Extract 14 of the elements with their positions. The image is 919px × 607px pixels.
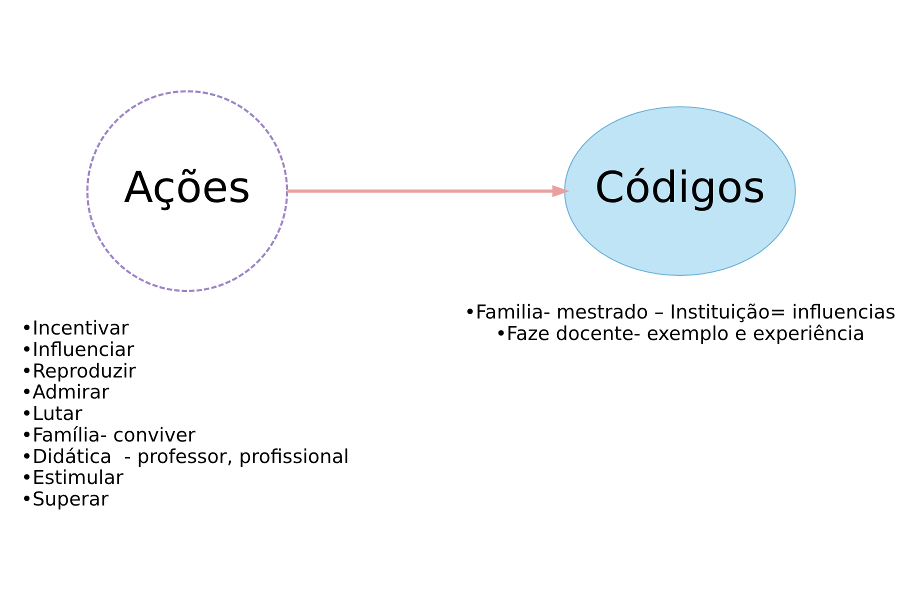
node-label: •Incentivar xyxy=(21,316,129,340)
node-circle: Ações xyxy=(86,90,288,292)
node-label: •Faze docente- exemplo e experiência xyxy=(495,322,865,345)
node-label: •Influenciar xyxy=(21,338,134,361)
node-label: •Reproduzir xyxy=(21,359,136,382)
node-label: •Familia- mestrado – Instituição= influencias xyxy=(464,300,896,324)
node-label: •Didática - professor, profissional xyxy=(21,444,349,468)
node-ellipse: Códigos xyxy=(564,106,796,276)
node-label: •Admirar xyxy=(21,380,110,404)
node-label: •Estimular xyxy=(21,466,124,490)
arrow xyxy=(287,185,570,198)
node-label: •Família- conviver xyxy=(21,423,196,446)
node-label: •Superar xyxy=(21,487,108,510)
node-label: •Lutar xyxy=(21,402,82,426)
